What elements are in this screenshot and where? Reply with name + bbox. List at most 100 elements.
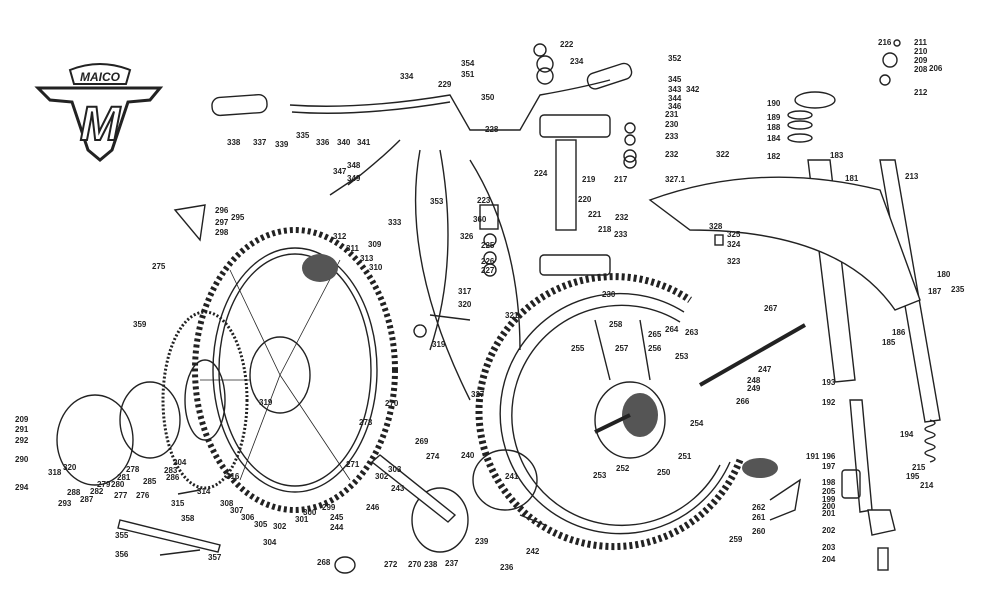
part-number-label: 334 (400, 72, 414, 81)
part-number-label: 305 (254, 520, 268, 529)
part-number-label: 263 (685, 328, 699, 337)
part-number-label: 340 (337, 138, 351, 147)
part-number-label: 184 (767, 134, 781, 143)
part-number-label: 322 (716, 150, 730, 159)
part-number-label: 253 (593, 471, 607, 480)
part-number-label: 241 (505, 472, 519, 481)
part-number-label: 275 (152, 262, 166, 271)
part-number-label: 191 (806, 452, 820, 461)
part-number-label: 272 (384, 560, 398, 569)
part-number-label: 242 (526, 547, 540, 556)
part-number-label: 236 (500, 563, 514, 572)
part-number-label: 338 (227, 138, 241, 147)
part-number-label: 311 (346, 244, 359, 253)
part-number-label: 349 (347, 174, 361, 183)
part-number-label: 192 (822, 398, 836, 407)
part-number-label: 261 (752, 513, 766, 522)
part-number-label: 303 (388, 465, 402, 474)
handlebar-assembly (211, 62, 633, 401)
logo-letter: M (80, 98, 121, 151)
part-number-label: 328 (709, 222, 723, 231)
part-number-label: 215 (912, 463, 926, 472)
part-number-label: 306 (241, 513, 255, 522)
part-number-label: 299 (322, 503, 336, 512)
part-number-label: 333 (388, 218, 402, 227)
part-number-label: 345 (668, 75, 682, 84)
part-number-label: 320 (63, 463, 77, 472)
part-number-label: 225 (481, 241, 495, 250)
part-number-label: 235 (951, 285, 965, 294)
part-number-label: 248 (747, 376, 761, 385)
part-number-label: 214 (920, 481, 934, 490)
maico-logo: MAICO M (34, 63, 164, 162)
part-number-label: 319 (259, 398, 273, 407)
part-number-label: 315 (171, 499, 185, 508)
part-number-label: 337 (253, 138, 267, 147)
part-number-label: 185 (882, 338, 896, 347)
part-number-label: 298 (215, 228, 229, 237)
part-number-label: 316 (226, 472, 240, 481)
part-number-label: 189 (767, 113, 781, 122)
part-number-label: 200 (822, 502, 836, 511)
part-number-label: 347 (333, 167, 347, 176)
part-number-label: 230 (602, 290, 616, 299)
part-number-label: 282 (90, 487, 104, 496)
part-number-label: 264 (665, 325, 679, 334)
part-number-label: 244 (330, 523, 344, 532)
part-number-label: 321 (505, 311, 519, 320)
part-number-label: 237 (445, 559, 459, 568)
part-number-label: 230 (665, 120, 679, 129)
part-number-label: 219 (582, 175, 596, 184)
part-number-label: 360 (473, 215, 487, 224)
part-number-label: 203 (822, 543, 836, 552)
part-number-label: 277 (114, 491, 128, 500)
part-number-label: 283 (164, 466, 178, 475)
part-number-label: 208 (914, 65, 928, 74)
part-number-label: 326 (460, 232, 474, 241)
part-number-label: 270 (408, 560, 422, 569)
part-number-label: 280 (111, 480, 125, 489)
part-number-label: 206 (929, 64, 943, 73)
part-number-label: 243 (391, 484, 405, 493)
part-number-label: 247 (758, 365, 772, 374)
part-number-label: 249 (747, 384, 761, 393)
part-number-label: 278 (126, 465, 140, 474)
part-number-label: 295 (231, 213, 245, 222)
part-number-label: 339 (275, 140, 289, 149)
part-number-label: 294 (15, 483, 29, 492)
part-number-label: 274 (426, 452, 440, 461)
part-number-label: 290 (15, 455, 29, 464)
part-number-label: 353 (430, 197, 444, 206)
part-number-label: 222 (560, 40, 574, 49)
part-number-label: 226 (481, 257, 495, 266)
part-number-label: 204 (822, 555, 836, 564)
part-number-label: 260 (752, 527, 766, 536)
part-number-label: 313 (360, 254, 374, 263)
part-number-label: 350 (481, 93, 495, 102)
part-number-label: 346 (668, 102, 682, 111)
part-number-label: 271 (346, 460, 360, 469)
part-number-label: 269 (415, 437, 429, 446)
part-number-label: 287 (80, 495, 94, 504)
part-number-label: 196 (822, 452, 836, 461)
part-number-label: 348 (347, 161, 361, 170)
part-number-label: 286 (166, 473, 180, 482)
part-number-label: 318 (48, 468, 62, 477)
front-fork (648, 91, 941, 571)
part-number-label: 245 (330, 513, 344, 522)
part-number-label: 292 (15, 436, 29, 445)
part-number-label: 217 (614, 175, 628, 184)
part-number-label: 210 (914, 47, 928, 56)
part-number-label: 302 (375, 472, 389, 481)
part-number-label: 227 (481, 266, 495, 275)
part-number-label: 232 (665, 150, 679, 159)
part-number-label: 255 (571, 344, 585, 353)
part-number-label: 212 (914, 88, 928, 97)
part-number-label: 304 (263, 538, 277, 547)
part-number-label: 251 (678, 452, 692, 461)
part-number-label: 270 (385, 399, 399, 408)
part-number-label: 193 (822, 378, 836, 387)
part-number-label: 220 (578, 195, 592, 204)
part-number-label: 320 (458, 300, 472, 309)
part-number-label: 186 (892, 328, 906, 337)
